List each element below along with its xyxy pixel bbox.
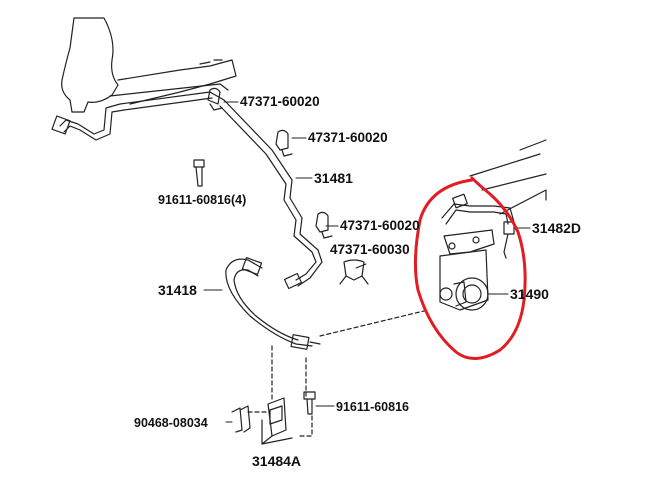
brake-tube-31481: [219, 99, 323, 287]
clamp-3: [315, 211, 333, 239]
clamp-1: [207, 87, 223, 111]
flex-hose-31418: [225, 257, 321, 350]
bracket-31484A: [261, 397, 293, 445]
bolt-lower: [303, 391, 316, 415]
label-47371-60020-a: 47371-60020: [240, 94, 320, 109]
label-31418: 31418: [158, 282, 197, 298]
label-leaders: [203, 101, 531, 423]
label-31484A: 31484A: [252, 453, 301, 469]
label-47371-60020-c: 47371-60020: [340, 218, 420, 233]
chassis-frame: [469, 139, 547, 215]
label-47371-60030: 47371-60030: [330, 242, 410, 257]
clip-90468-08034: [231, 405, 251, 433]
left-brake-line: [51, 91, 225, 141]
highlight-circle: [413, 176, 527, 360]
label-91611-60816-4: 91611-60816(4): [158, 193, 246, 207]
dashed-leaders: [247, 309, 429, 437]
valve-31490: [439, 229, 495, 311]
label-91611-60816: 91611-60816: [336, 400, 409, 414]
bolt-upper: [193, 159, 205, 187]
label-47371-60020-b: 47371-60020: [308, 130, 388, 145]
clamp-4: [339, 259, 369, 285]
master-cylinder: [61, 17, 237, 113]
label-31482D: 31482D: [532, 220, 581, 236]
label-31481: 31481: [314, 170, 353, 186]
clamp-2: [275, 129, 293, 157]
label-90468-08034: 90468-08034: [134, 416, 208, 430]
label-31490: 31490: [510, 286, 549, 302]
